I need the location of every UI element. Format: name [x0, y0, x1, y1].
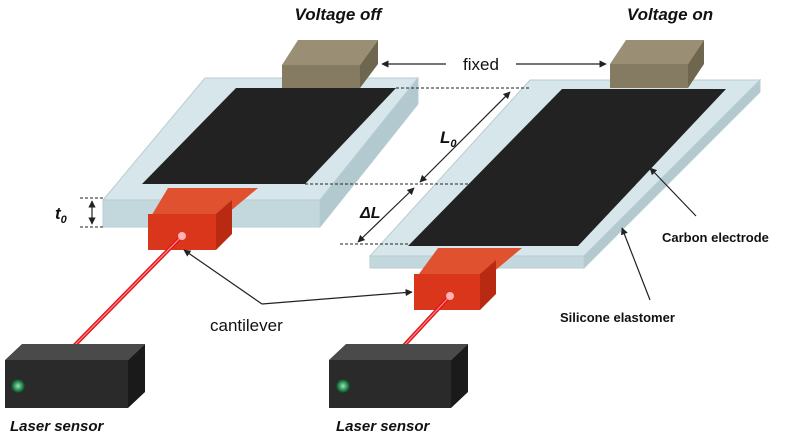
fixed-label: fixed [463, 55, 499, 74]
right-clamp-front [610, 64, 688, 88]
right-sensor-top [329, 344, 468, 360]
left-laser-spot [178, 232, 186, 240]
left-sensor-front [5, 360, 128, 408]
t0-label: t0 [55, 204, 68, 226]
title-voltage-on: Voltage on [627, 5, 713, 24]
laser-sensor-left-label: Laser sensor [10, 418, 105, 435]
left-clamp-side [360, 40, 378, 88]
delta-l-label: ΔL [359, 205, 381, 222]
left-clamp-front [282, 65, 360, 88]
right-cantilever-top [416, 248, 522, 278]
carbon-electrode-arrow [649, 167, 697, 217]
carbon-electrode-label: Carbon electrode [662, 230, 769, 245]
cantilever-arrow-right [261, 288, 413, 305]
silicone-elastomer-arrow [620, 227, 651, 301]
right-cantilever-side [480, 260, 496, 310]
left-cantilever-side [216, 200, 232, 250]
right-laser-spot [446, 292, 454, 300]
right-elastomer-side [583, 78, 761, 270]
silicone-elastomer-label: Silicone elastomer [560, 310, 675, 325]
left-assembly: t0 [55, 40, 420, 352]
laser-sensor-right-label: Laser sensor [336, 418, 431, 435]
left-sensor-side [128, 344, 145, 408]
fixed-annotation: fixed [381, 55, 607, 74]
dimension-guides: L0 ΔL [305, 87, 530, 245]
left-elastomer-side [319, 76, 419, 229]
l0-arrow [419, 91, 511, 183]
right-sensor-front [329, 360, 451, 408]
laser-sensor-right: Laser sensor [329, 344, 468, 435]
right-laser-beam-core [397, 295, 451, 353]
right-carbon-electrode [408, 89, 726, 246]
right-clamp-side [688, 40, 704, 88]
left-laser-beam-core [69, 235, 183, 351]
left-clamp-top [282, 40, 378, 65]
delta-l-arrow [357, 187, 415, 243]
right-cantilever-front [414, 274, 480, 310]
right-assembly [368, 40, 762, 354]
cantilever-annotation: cantilever [183, 249, 413, 335]
led-indicator-icon [11, 379, 25, 393]
left-sensor-top [5, 344, 145, 360]
l0-label: L0 [440, 128, 457, 150]
cantilever-arrow-left [183, 249, 263, 305]
right-clamp-top [610, 40, 704, 64]
carbon-electrode-annotation: Carbon electrode [649, 167, 769, 245]
laser-sensor-left: Laser sensor [5, 344, 145, 435]
cantilever-label: cantilever [210, 316, 283, 335]
title-voltage-off: Voltage off [295, 5, 384, 24]
silicone-elastomer-annotation: Silicone elastomer [560, 227, 675, 325]
led-indicator-icon [336, 379, 350, 393]
right-sensor-side [451, 344, 468, 408]
left-carbon-electrode [142, 88, 396, 184]
